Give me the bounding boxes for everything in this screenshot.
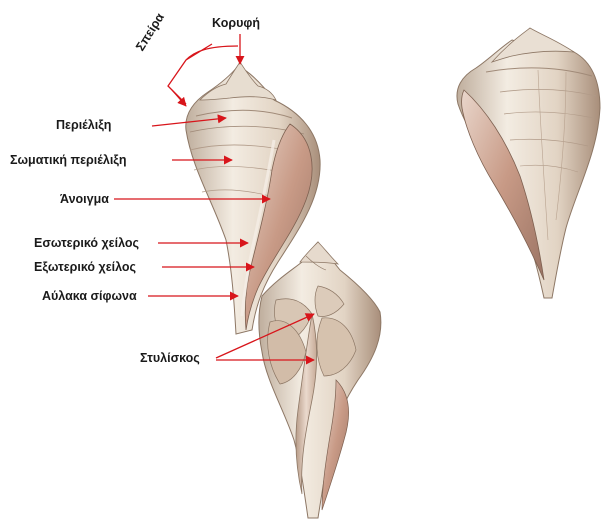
label-siphonal-canal: Αύλακα σίφωνα [42, 289, 137, 303]
pointer-whorl [151, 114, 227, 127]
label-body-whorl: Σωματική περιέλιξη [10, 153, 127, 167]
pointer-spire-bracket-end [171, 89, 187, 107]
label-aperture: Άνοιγμα [60, 192, 109, 206]
pointer-lines [114, 34, 315, 365]
label-whorl: Περιέλιξη [56, 118, 112, 132]
pointer-columella-1 [215, 313, 315, 359]
label-inner-lip: Εσωτερικό χείλος [34, 236, 140, 250]
shell-section-view [258, 241, 382, 519]
shell-exterior-view-2 [456, 27, 601, 299]
label-columella: Στυλίσκος [140, 351, 200, 365]
label-outer-lip: Εξωτερικό χείλος [34, 260, 137, 274]
label-apex: Κορυφή [212, 16, 260, 30]
shell-exterior-view [185, 61, 321, 335]
